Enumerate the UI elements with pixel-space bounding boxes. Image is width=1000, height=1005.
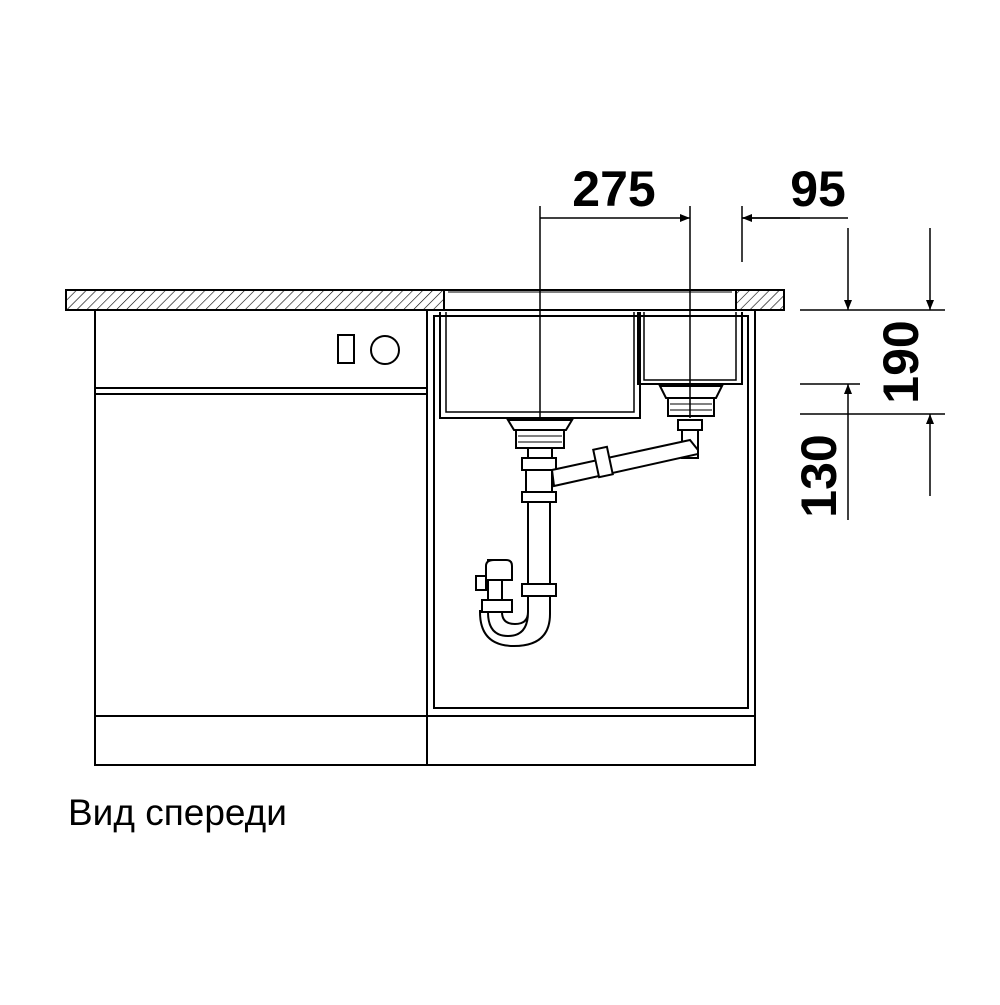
sink-cabinet	[426, 309, 756, 766]
dishwasher-cabinet	[94, 309, 428, 766]
dimension-label-95: 95	[790, 161, 846, 217]
dishwasher-button-icon	[337, 334, 355, 364]
dimension-label-190: 190	[873, 320, 929, 403]
countertop	[65, 289, 785, 311]
dimension-label-275: 275	[572, 161, 655, 217]
dimension-label-130: 130	[791, 434, 847, 517]
dishwasher-knob-icon	[370, 335, 400, 365]
view-caption: Вид спереди	[68, 792, 287, 833]
dimension-lines	[539, 206, 945, 520]
siphon-plumbing	[475, 385, 724, 648]
